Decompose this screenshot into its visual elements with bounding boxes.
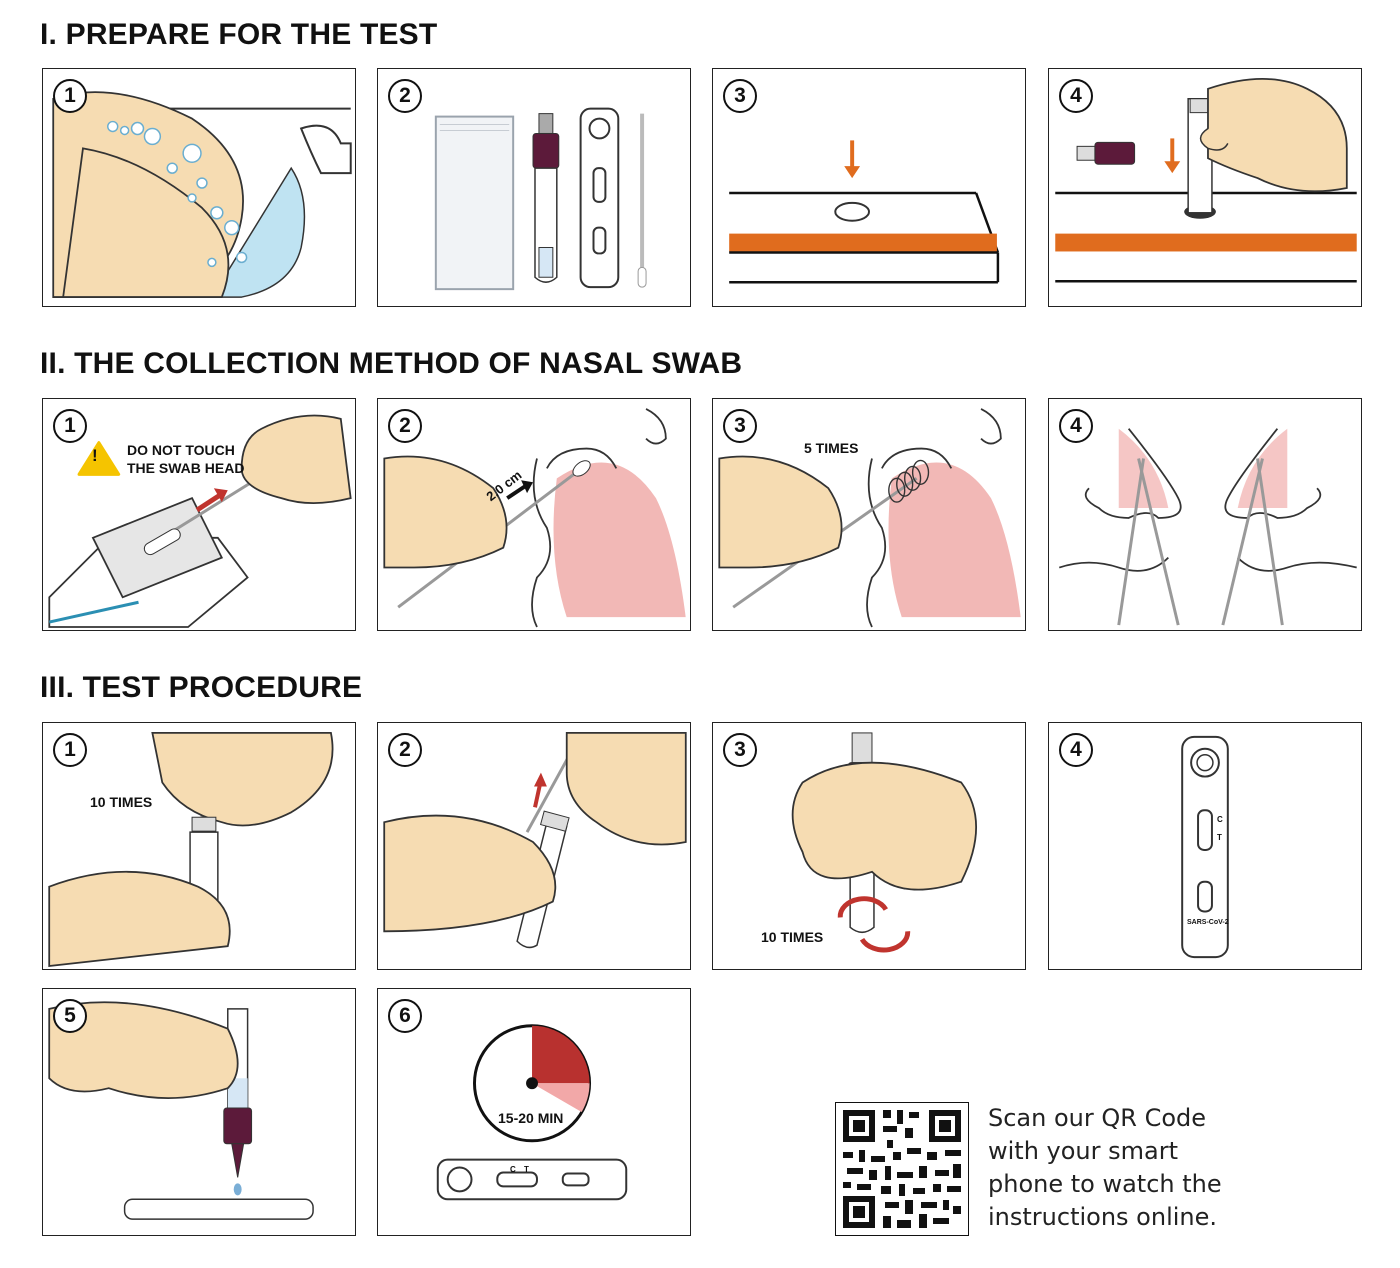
qr-text-line: Scan our QR Code <box>988 1104 1207 1132</box>
step-number: 3 <box>723 733 757 767</box>
remove-swab-illustration <box>383 732 687 949</box>
procedure-step-6-panel: 6 15-20 MIN C T <box>377 988 691 1236</box>
warning-text-line2: THE SWAB HEAD <box>127 460 245 476</box>
step-number: 3 <box>723 79 757 113</box>
squeeze-tube-illustration <box>791 732 977 953</box>
qr-text-line: phone to watch the <box>988 1170 1222 1198</box>
squeeze-count-label: 10 TIMES <box>761 929 824 945</box>
step-number: 4 <box>1059 733 1093 767</box>
procedure-step-4-panel: 4 C T SARS-CoV-2 <box>1048 722 1362 970</box>
step-number: 1 <box>53 733 87 767</box>
warning-icon: ! <box>92 446 98 465</box>
step-number: 2 <box>388 409 422 443</box>
qr-code[interactable] <box>835 1102 969 1236</box>
prepare-step-1-panel: 1 <box>42 68 356 307</box>
stir-count-label: 10 TIMES <box>90 794 153 810</box>
procedure-step-2-panel: 2 <box>377 722 691 970</box>
collection-step-2-panel: 2 2.0 cm <box>377 398 691 631</box>
step-number: 6 <box>388 999 422 1033</box>
step-number: 5 <box>53 999 87 1033</box>
add-drops-illustration <box>48 1001 314 1220</box>
timer-illustration <box>436 1024 628 1201</box>
section-title-prepare: I. PREPARE FOR THE TEST <box>40 18 438 51</box>
insert-swab-illustration <box>383 408 686 628</box>
prepare-step-3-panel: 3 <box>712 68 1026 307</box>
procedure-step-5-panel: 5 <box>42 988 356 1236</box>
stir-swab-illustration <box>48 732 334 968</box>
collection-step-4-panel: 4 <box>1048 398 1362 631</box>
step-number: 1 <box>53 409 87 443</box>
kit-contents-illustration <box>434 107 647 291</box>
insert-tube-illustration <box>1055 78 1357 283</box>
step-number: 1 <box>53 79 87 113</box>
test-line-label: T <box>524 1165 529 1174</box>
procedure-step-3-panel: 3 10 TIMES <box>712 722 1026 970</box>
handwashing-illustration <box>43 69 355 306</box>
prepare-step-2-panel: 2 <box>377 68 691 307</box>
step-number: 3 <box>723 409 757 443</box>
rotate-swab-illustration <box>718 408 1021 628</box>
collection-step-3-panel: 3 5 TIMES <box>712 398 1026 631</box>
qr-instructions: Scan our QR Code with your smart phone t… <box>988 1102 1288 1234</box>
cassette-illustration <box>1181 735 1229 959</box>
step-number: 2 <box>388 79 422 113</box>
timer-label: 15-20 MIN <box>498 1110 564 1126</box>
step-number: 2 <box>388 733 422 767</box>
rotations-label: 5 TIMES <box>804 440 859 456</box>
warning-text-line1: DO NOT TOUCH <box>127 442 235 458</box>
control-line-label: C <box>510 1165 516 1174</box>
open-swab-illustration <box>48 414 352 628</box>
cassette-text: SARS-CoV-2 <box>1187 919 1229 926</box>
section-title-procedure: III. TEST PROCEDURE <box>40 671 363 704</box>
qr-text-line: instructions online. <box>988 1203 1218 1231</box>
test-line-label: T <box>1217 833 1222 842</box>
place-holder-illustration <box>729 140 1000 284</box>
qr-text-line: with your smart <box>988 1137 1179 1165</box>
procedure-step-1-panel: 1 10 TIMES <box>42 722 356 970</box>
step-number: 4 <box>1059 79 1093 113</box>
collection-step-1-panel: 1 ! DO NOT TOUCH THE SWAB HEAD <box>42 398 356 631</box>
control-line-label: C <box>1217 815 1223 824</box>
both-nostrils-illustration <box>1058 428 1357 626</box>
prepare-step-4-panel: 4 <box>1048 68 1362 307</box>
step-number: 4 <box>1059 409 1093 443</box>
section-title-collection: II. THE COLLECTION METHOD OF NASAL SWAB <box>40 347 743 380</box>
